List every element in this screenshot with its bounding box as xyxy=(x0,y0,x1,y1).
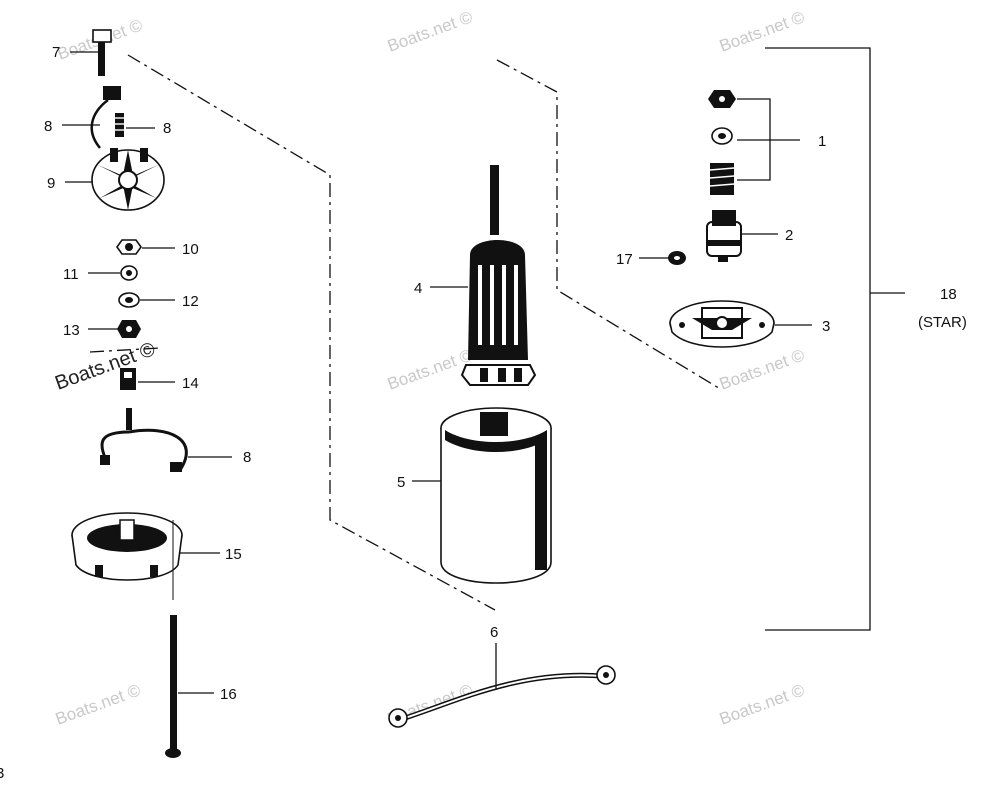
part-16-through-bolt xyxy=(165,520,181,758)
watermarks: Boats.net © Boats.net © Boats.net © Boat… xyxy=(52,7,807,728)
part-15-end-cap xyxy=(71,512,183,581)
callout-7: 7 xyxy=(52,44,60,61)
part-11-washer xyxy=(120,265,138,281)
callout-9: 9 xyxy=(47,175,55,192)
part-7-screw xyxy=(92,29,112,76)
part-14-insulator xyxy=(120,368,136,390)
callout-15: 15 xyxy=(225,546,242,563)
callout-16: 16 xyxy=(220,686,237,703)
callout-17: 17 xyxy=(616,251,633,268)
guide-line-center xyxy=(496,59,723,391)
guide-line-short xyxy=(89,347,161,353)
part-2-drive xyxy=(706,210,742,262)
callout-12: 12 xyxy=(182,293,199,310)
callout-8-brush: 8 xyxy=(44,118,52,135)
part-6-cable xyxy=(388,665,616,728)
callout-18: 18 xyxy=(940,286,957,303)
callout-1: 1 xyxy=(818,133,826,150)
corner-number: 3 xyxy=(0,765,4,782)
callout-10: 10 xyxy=(182,241,199,258)
part-4-armature xyxy=(460,165,537,386)
callout-13: 13 xyxy=(63,322,80,339)
leader-lines xyxy=(62,51,812,694)
watermark: Boats.net © xyxy=(717,345,808,393)
part-13-nut xyxy=(117,320,141,338)
callout-6: 6 xyxy=(490,624,498,641)
guide-line-left xyxy=(127,54,496,611)
callout-2: 2 xyxy=(785,227,793,244)
callout-4: 4 xyxy=(414,280,422,297)
watermark: Boats.net © xyxy=(52,338,158,395)
callout-3: 3 xyxy=(822,318,830,335)
part-17-nut xyxy=(668,251,686,265)
part-9-brush-holder xyxy=(91,148,165,211)
part-5-field-frame xyxy=(440,407,552,584)
bracket-18-star-kit xyxy=(765,47,905,631)
callout-18-note: (STAR) xyxy=(918,314,967,331)
watermark: Boats.net © xyxy=(717,680,808,728)
part-10-nut xyxy=(116,239,142,255)
part-8-brush-spring xyxy=(115,113,124,137)
callout-labels: 7 8 8 9 10 11 12 13 14 8 15 16 4 5 6 1 2… xyxy=(0,44,967,782)
callout-14: 14 xyxy=(182,375,199,392)
part-8-terminal-lead xyxy=(100,408,188,472)
callout-11: 11 xyxy=(63,266,79,283)
callout-8-spring: 8 xyxy=(163,120,171,137)
callout-5: 5 xyxy=(397,474,405,491)
part-12-washer xyxy=(118,292,140,308)
callout-8-lead: 8 xyxy=(243,449,251,466)
assembly-guide-lines xyxy=(89,54,723,611)
watermark: Boats.net © xyxy=(385,345,476,393)
part-8-brush-lead xyxy=(90,86,121,149)
watermark: Boats.net © xyxy=(53,680,144,728)
part-1-nut-spacer-spring xyxy=(708,90,800,195)
part-3-end-plate xyxy=(669,300,775,348)
watermark: Boats.net © xyxy=(385,7,476,55)
